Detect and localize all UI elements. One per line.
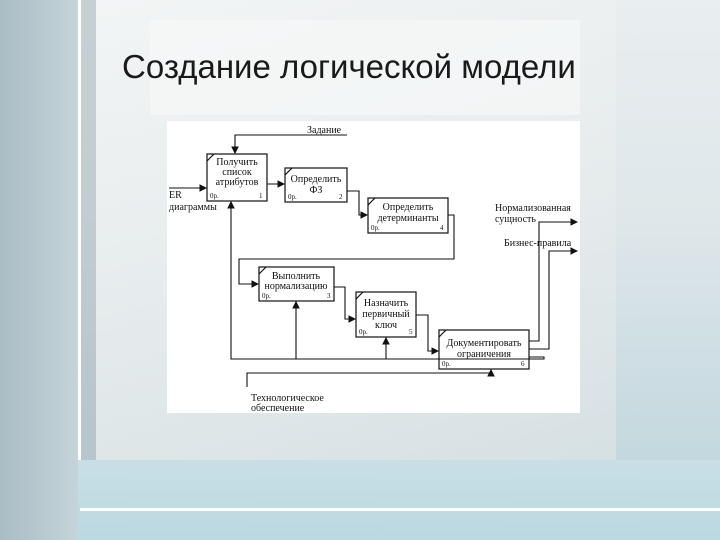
input-label-line-1: ER: [169, 190, 182, 201]
box-4-number: 3: [327, 292, 331, 300]
left-band-shadow: [78, 0, 96, 540]
box-1-line-1: Получить: [216, 157, 258, 168]
mechanism-main: [246, 368, 495, 387]
connectors: [169, 134, 579, 387]
output-entity-line-1: Нормализованная: [495, 203, 571, 214]
box-5-number: 5: [409, 328, 413, 336]
box-5-line-2: первичный: [362, 309, 410, 320]
box-4-line-1: Выполнить: [272, 271, 321, 282]
control-arrow: [231, 134, 347, 155]
mechanism-label-line-1: Технологическое: [251, 393, 324, 404]
idef0-diagram-svg: Получить список атрибутов 0р. 1 Определи…: [169, 125, 579, 414]
idef0-diagram: Получить список атрибутов 0р. 1 Определи…: [167, 121, 580, 414]
box-2-line-1: Определить: [291, 174, 342, 185]
bottom-band: [78, 460, 720, 540]
box-4-cost: 0р.: [262, 292, 271, 300]
box-2-define-fd: Определить ФЗ 0р. 2: [284, 167, 348, 203]
box-1-line-2: список: [222, 167, 252, 178]
control-label: Задание: [307, 125, 342, 136]
input-label-line-2: диаграммы: [169, 202, 217, 213]
left-band: [0, 0, 78, 540]
arrow-3-to-4: [238, 214, 455, 288]
box-2-cost: 0р.: [288, 193, 297, 201]
left-vertical-rule: [78, 0, 81, 540]
bottom-horizontal-rule: [80, 508, 720, 511]
box-1-number: 1: [259, 192, 263, 200]
mechanism-label-line-2: обеспечение: [251, 403, 305, 413]
box-6-number: 6: [521, 360, 525, 368]
box-3-define-determinants: Определить детерминанты 0р. 4: [367, 197, 449, 234]
background-paper-highlight: [150, 20, 580, 115]
box-2-line-2: ФЗ: [310, 185, 323, 196]
box-4-line-2: нормализацию: [265, 281, 328, 292]
box-5-cost: 0р.: [359, 328, 368, 336]
box-2-number: 2: [339, 193, 343, 201]
box-3-cost: 0р.: [371, 224, 380, 232]
box-6-line-2: ограничения: [457, 349, 511, 360]
arrow-5-to-6: [416, 314, 440, 355]
output-arrow-entity: [529, 218, 579, 342]
box-1-cost: 0р.: [210, 192, 219, 200]
arrow-4-to-5: [334, 286, 357, 323]
box-5-assign-primary-key: Назначить первичный ключ 0р. 5: [355, 291, 417, 338]
output-rules-label: Бизнес-правила: [504, 238, 572, 249]
box-3-line-1: Определить: [383, 202, 434, 213]
box-5-line-1: Назначить: [364, 298, 409, 309]
box-3-line-2: детерминанты: [377, 213, 438, 224]
box-1-get-attributes: Получить список атрибутов 0р. 1: [206, 153, 268, 202]
output-arrow-rules: [529, 247, 579, 350]
box-6-cost: 0р.: [442, 360, 451, 368]
box-3-number: 4: [440, 224, 444, 232]
box-1-line-3: атрибутов: [216, 177, 259, 188]
box-5-line-3: ключ: [375, 320, 397, 331]
box-6-document-constraints: Документировать ограничения 0р. 6: [438, 329, 530, 370]
feedback-arrow: [227, 200, 545, 360]
box-6-line-1: Документировать: [447, 338, 522, 349]
slide-title: Создание логической модели: [122, 48, 576, 85]
arrow-2-to-3: [347, 190, 369, 219]
box-4-normalize: Выполнить нормализацию 0р. 3: [258, 266, 335, 302]
output-entity-line-2: сущность: [495, 214, 536, 225]
